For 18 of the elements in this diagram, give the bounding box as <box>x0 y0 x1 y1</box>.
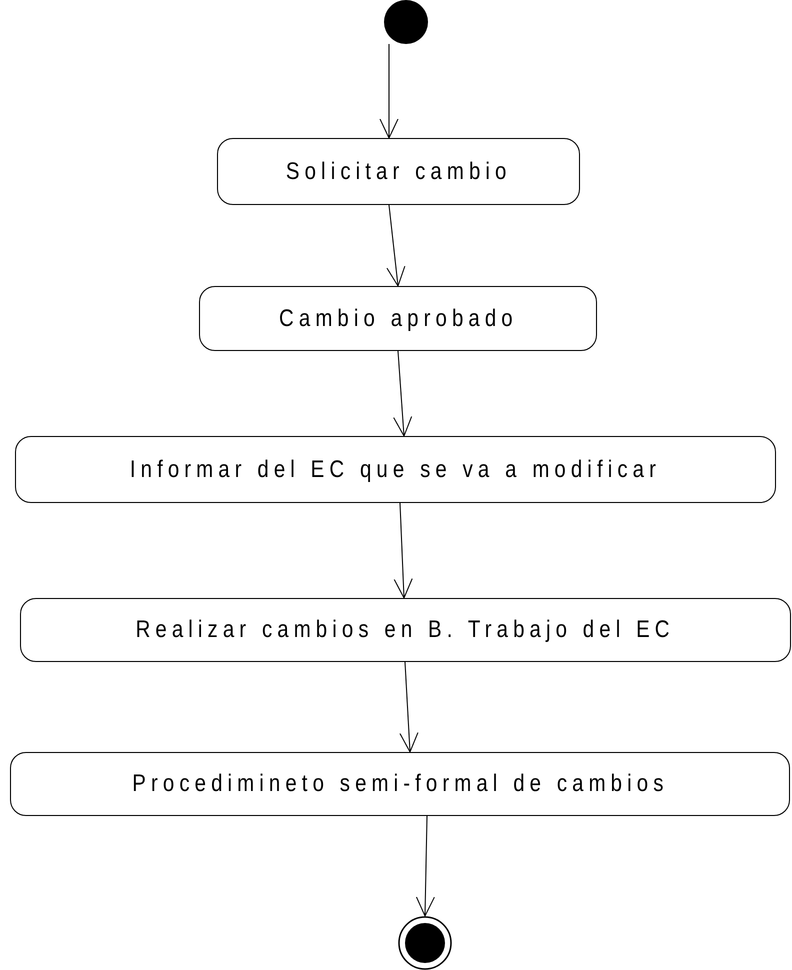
action-box <box>15 436 776 503</box>
arrow <box>394 502 413 598</box>
arrow <box>386 204 406 286</box>
action-box <box>20 598 791 662</box>
action-label: Realizar cambios en B. Trabajo del EC <box>136 616 676 644</box>
arrow <box>393 350 412 436</box>
action-label: Procedimineto semi-formal de cambios <box>132 770 668 798</box>
action-box <box>10 752 790 816</box>
action-label: Cambio aprobado <box>278 304 518 332</box>
arrow <box>380 44 398 138</box>
action-box <box>217 138 580 205</box>
arrow <box>416 816 435 916</box>
start-node <box>384 0 428 44</box>
end-node <box>398 916 452 970</box>
action-label: Solicitar cambio <box>286 158 512 186</box>
arrow <box>399 662 418 752</box>
action-box <box>199 286 597 351</box>
action-label: Informar del EC que se va a modificar <box>130 456 662 484</box>
